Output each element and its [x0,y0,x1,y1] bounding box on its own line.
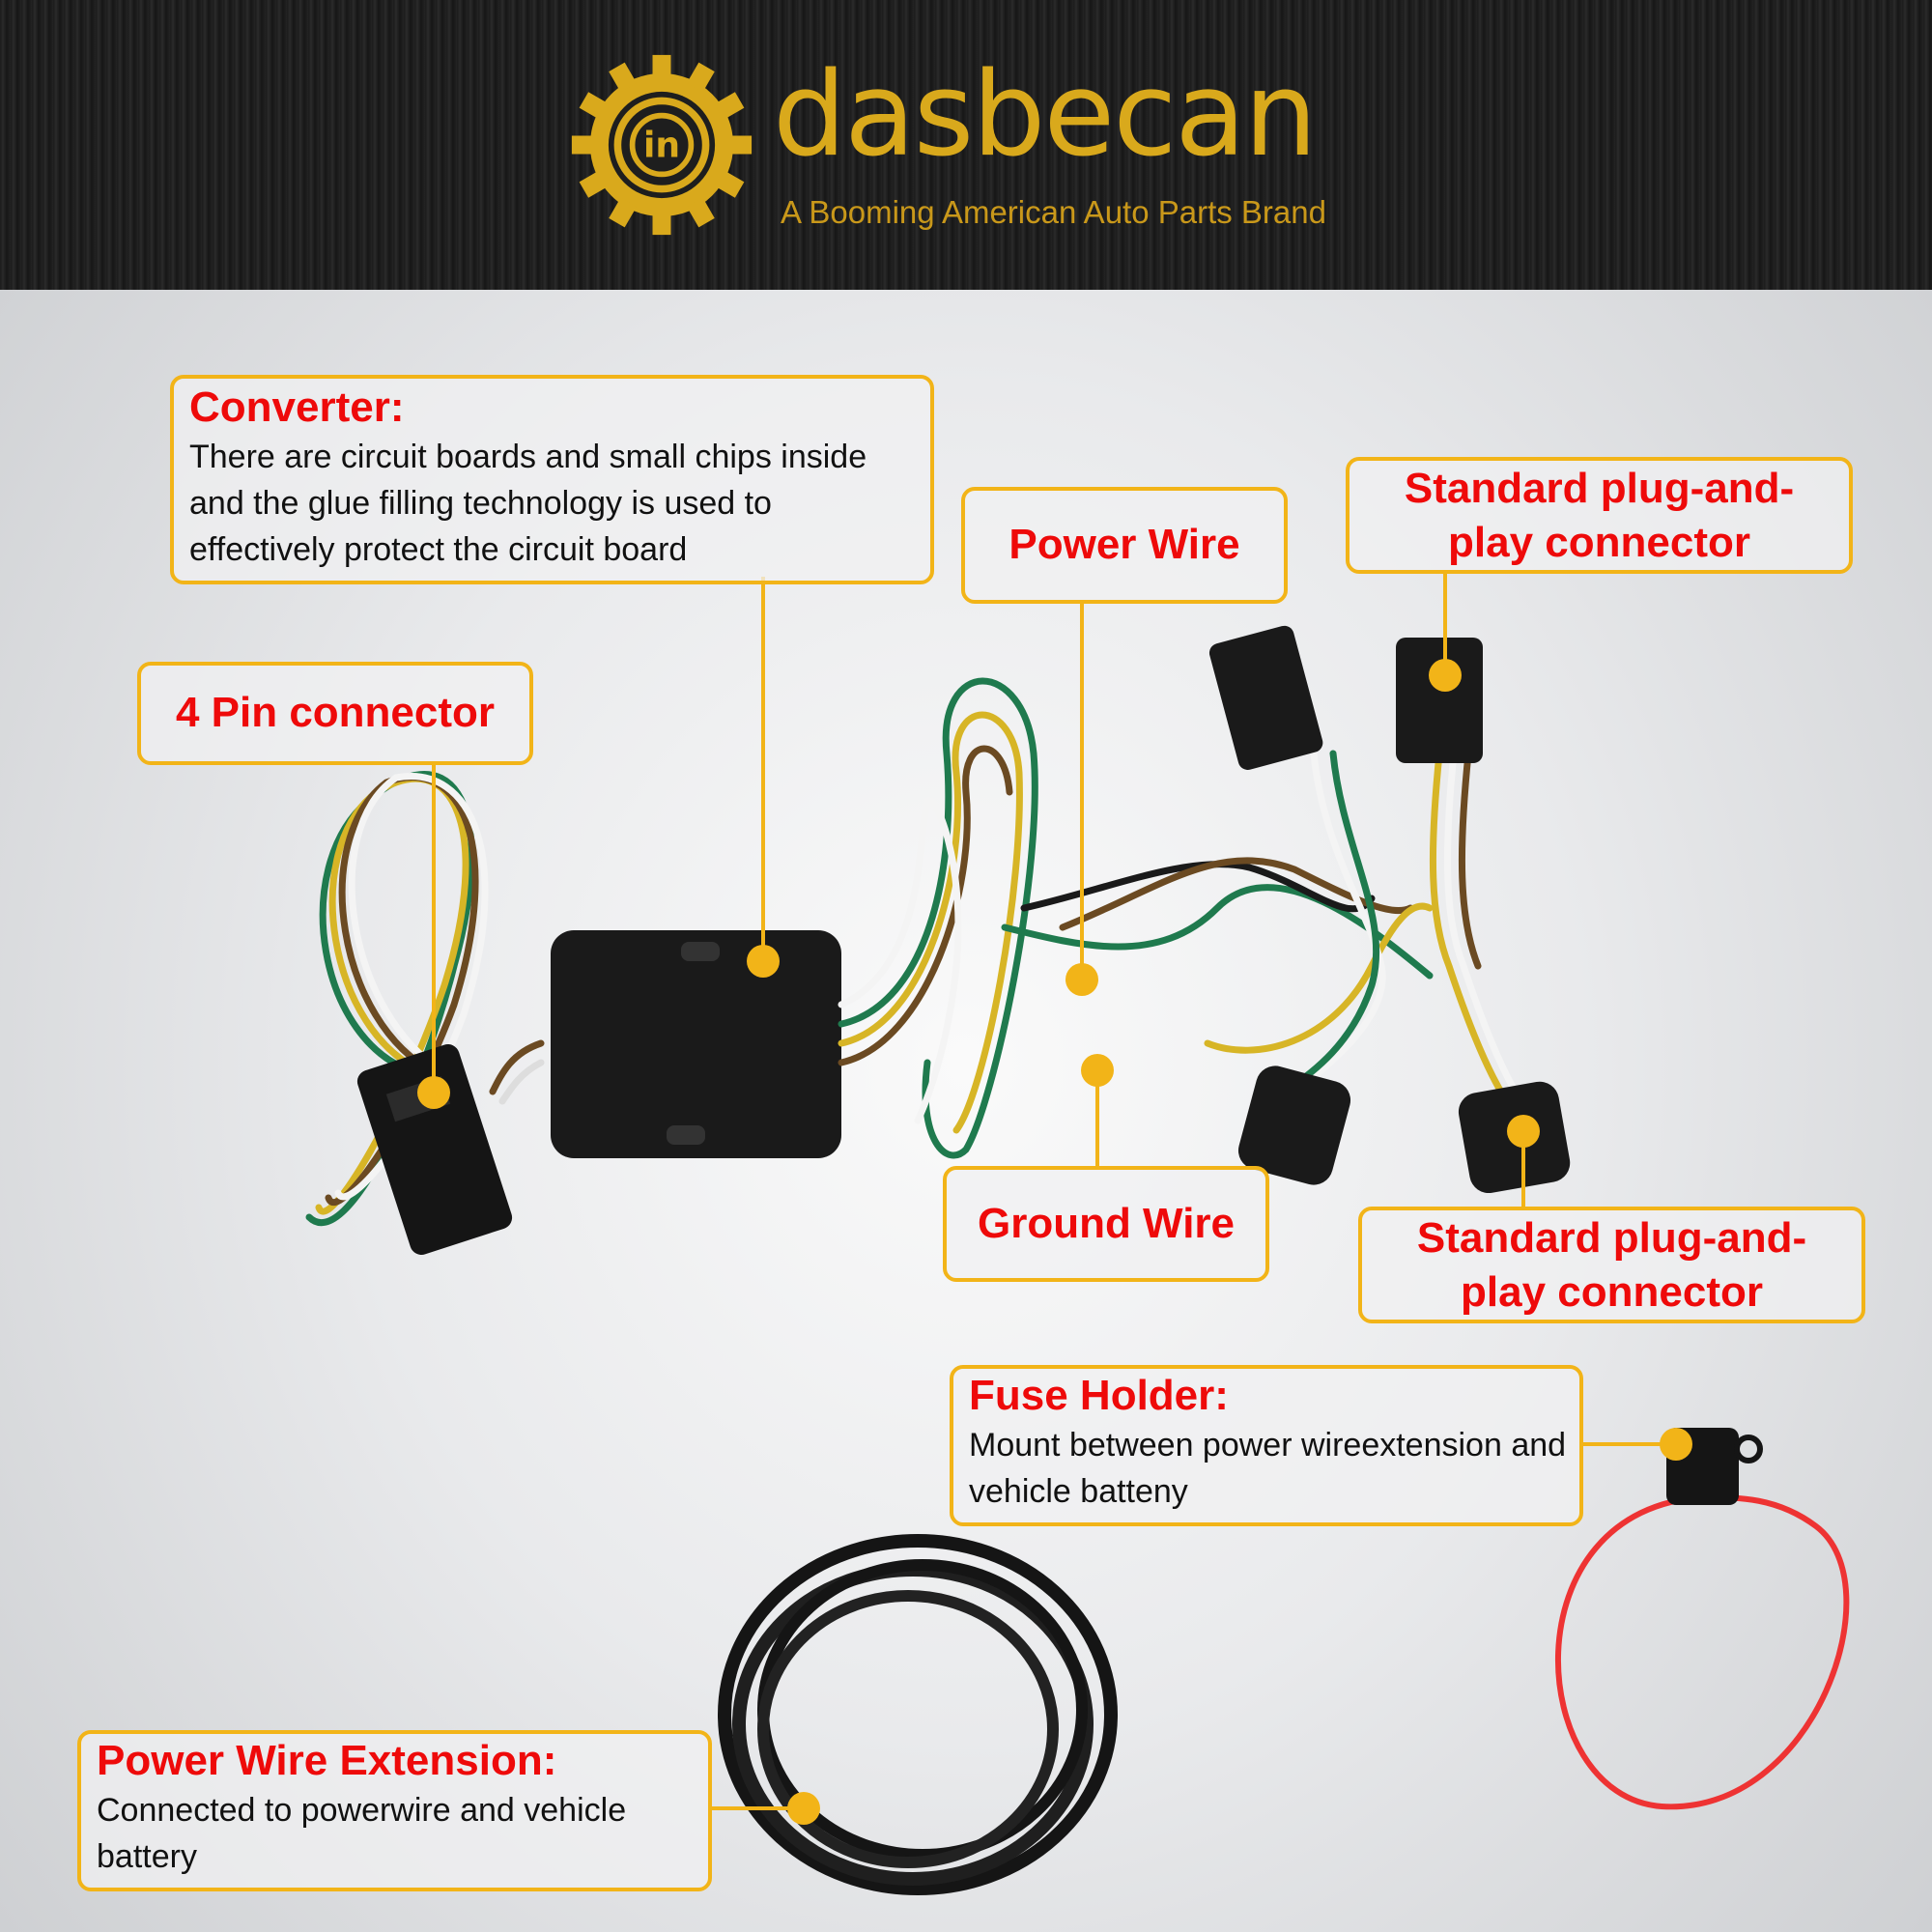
plug-bottom-title: Standard plug-and-play connector [1416,1213,1807,1316]
converter-title: Converter: [189,384,405,431]
ground-wire-marker [1081,1054,1114,1087]
brand-header: in dasbecan A Booming American Auto Part… [0,0,1932,290]
power-wire-leader [1080,604,1084,980]
plug-bottom-callout: Standard plug-and-play connector [1358,1207,1865,1323]
extension-title: Power Wire Extension: [97,1737,557,1784]
power-wire-title: Power Wire [1009,521,1240,569]
ground-wire-leader [1095,1070,1099,1166]
plug-top-title: Standard plug-and-play connector [1404,464,1795,566]
wire-bundle-right [838,677,1525,1159]
four-pin-callout: 4 Pin connector [137,662,533,765]
plug-top-marker [1429,659,1462,692]
ground-wire-title: Ground Wire [977,1199,1236,1247]
four-pin-marker [417,1076,450,1109]
power-wire-extension-coil [718,1534,1118,1895]
fuse-holder-title: Fuse Holder: [969,1372,1229,1419]
power-wire-callout: Power Wire [961,487,1288,604]
fuse-holder-marker [1660,1428,1692,1461]
gear-logo-icon: in [571,54,753,236]
extension-callout: Power Wire Extension: Connected to power… [77,1730,712,1891]
fuse-holder-description: Mount between power wireextension and ve… [969,1426,1567,1510]
four-pin-title: 4 Pin connector [175,689,496,737]
plug-bottom-leader [1521,1131,1525,1207]
plug-top-callout: Standard plug-and-play connector [1346,457,1853,574]
brand-name: dasbecan [773,48,1318,183]
extension-description: Connected to powerwire and vehicle batte… [97,1791,627,1875]
plug-top-leader [1443,574,1447,675]
converter-callout: Converter: There are circuit boards and … [170,375,934,584]
converter-leader [761,577,765,961]
converter-box [551,930,841,1158]
extension-marker [787,1792,820,1825]
ground-wire-callout: Ground Wire [943,1166,1269,1282]
converter-marker [747,945,780,978]
logo-mark: in [643,125,680,165]
four-pin-leader [432,765,436,1093]
power-wire-marker [1065,963,1098,996]
fuse-holder-callout: Fuse Holder: Mount between power wireext… [950,1365,1583,1526]
fuse-holder-loop [1555,1428,1850,1810]
plug-bottom-marker [1507,1115,1540,1148]
extension-leader [712,1806,804,1810]
brand-tagline: A Booming American Auto Parts Brand [781,194,1326,230]
fuse-holder-leader [1583,1442,1676,1446]
converter-description: There are circuit boards and small chips… [189,438,867,568]
